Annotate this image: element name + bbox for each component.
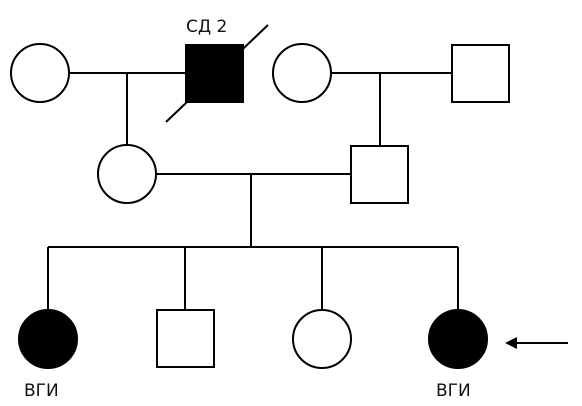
grandmother-paternal-female-symbol — [272, 43, 332, 103]
son-male-symbol — [156, 309, 215, 368]
grandfather-condition-label: СД 2 — [186, 17, 227, 37]
grandmother-maternal-female-symbol — [10, 43, 70, 103]
grandfather-paternal-male-symbol — [451, 44, 510, 103]
proband-affected-female-symbol — [428, 309, 488, 369]
grandfather-maternal-affected-male-symbol — [185, 44, 244, 103]
daughter-1-condition-label: ВГИ — [24, 381, 59, 401]
deceased-slash — [165, 24, 269, 123]
daughter-1-affected-female-symbol — [18, 309, 78, 369]
father-male-symbol — [350, 145, 409, 204]
daughter-2-female-symbol — [292, 309, 352, 369]
proband-condition-label: ВГИ — [436, 381, 471, 401]
proband-arrow-icon — [505, 337, 517, 349]
mother-female-symbol — [97, 144, 157, 204]
